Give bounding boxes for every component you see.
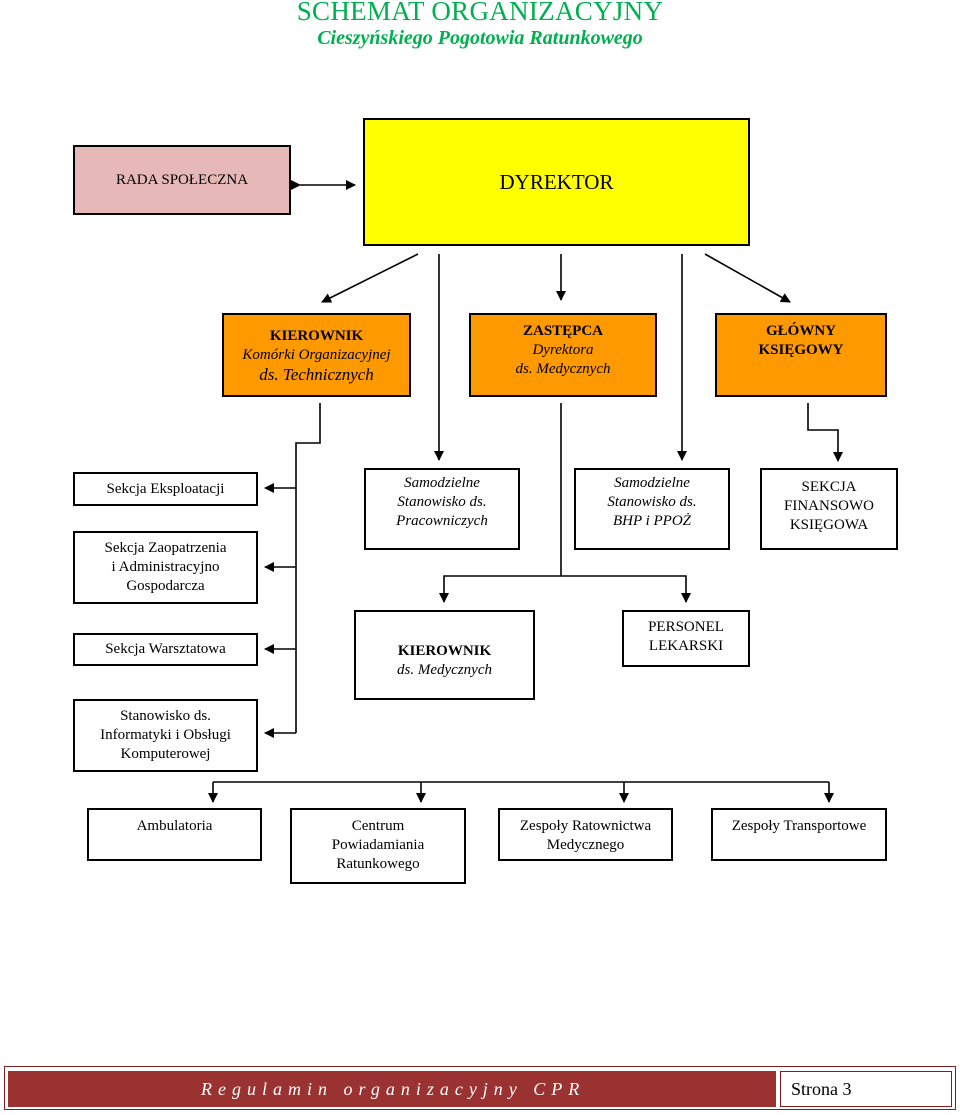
- box-label: LEKARSKI: [648, 638, 724, 654]
- arrow-to-sekcja-finansowo: [807, 403, 843, 462]
- connector-kierownik-tech-bracket: [295, 403, 321, 733]
- box-label: Zespoły Ratownictwa: [519, 818, 652, 834]
- arrow-to-kierownik-med: [439, 575, 561, 603]
- box-label: Sekcja Warsztatowa: [105, 641, 226, 657]
- box-label: Komputerowej: [120, 746, 211, 762]
- box-ambulatoria: Ambulatoria: [87, 808, 262, 861]
- box-label: Ratunkowego: [336, 856, 420, 872]
- box-dyrektor: DYREKTOR: [363, 118, 750, 246]
- box-label: Centrum: [351, 818, 405, 834]
- box-stanowisko-informatyki: Stanowisko ds. Informatyki i Obsługi Kom…: [73, 699, 258, 772]
- box-label: KSIĘGOWY: [758, 342, 844, 358]
- page-subtitle: Cieszyńskiego Pogotowia Ratunkowego: [317, 27, 643, 49]
- box-glowny-ksiegowy: GŁÓWNY KSIĘGOWY: [715, 313, 887, 397]
- box-label: Sekcja Eksploatacji: [106, 480, 225, 497]
- footer-document-title: Regulamin organizacyjny CPR: [8, 1071, 776, 1107]
- page-title: SCHEMAT ORGANIZACYJNY: [296, 0, 664, 26]
- footer-page-number: Strona 3: [780, 1071, 952, 1107]
- box-centrum-powiadamiania: Centrum Powiadamiania Ratunkowego: [290, 808, 466, 884]
- box-label: KSIĘGOWA: [789, 517, 869, 533]
- box-zespoly-ratownictwa: Zespoły Ratownictwa Medycznego: [498, 808, 673, 861]
- box-label: GŁÓWNY: [765, 323, 836, 339]
- box-label: Gospodarcza: [126, 578, 205, 594]
- box-label: ds. Medycznych: [397, 662, 492, 678]
- box-label: DYREKTOR: [499, 169, 614, 194]
- box-label: SEKCJA: [801, 479, 857, 495]
- box-label: Dyrektora: [532, 342, 594, 358]
- box-label: Zespoły Transportowe: [731, 818, 867, 834]
- box-label: Sekcja Zaopatrzenia: [104, 540, 227, 556]
- box-zastepca: ZASTĘPCA Dyrektora ds. Medycznych: [469, 313, 657, 397]
- box-personel-lekarski: PERSONEL LEKARSKI: [622, 610, 750, 667]
- box-label: KIEROWNIK: [397, 643, 492, 659]
- box-label: Stanowisko ds.: [607, 494, 697, 510]
- box-label: ZASTĘPCA: [522, 323, 604, 339]
- arrow-to-ksiegowy: [704, 253, 791, 303]
- box-label: Powiadamiania: [331, 837, 425, 853]
- box-label: ds. Technicznych: [259, 364, 374, 384]
- box-label: FINANSOWO: [784, 498, 874, 514]
- box-label: PERSONEL: [648, 619, 724, 635]
- box-sekcja-zaopatrzenia: Sekcja Zaopatrzenia i Administracyjno Go…: [73, 531, 258, 604]
- box-label: BHP i PPOŻ: [612, 513, 692, 529]
- box-label: RADA SPOŁECZNA: [115, 171, 249, 188]
- box-label: Pracowniczych: [396, 513, 488, 529]
- box-kierownik-tech: KIEROWNIK Komórki Organizacyjnej ds. Tec…: [222, 313, 411, 397]
- arrow-to-personel: [561, 575, 691, 603]
- box-label: Medycznego: [546, 837, 625, 853]
- box-label: KIEROWNIK: [269, 327, 364, 344]
- box-samodzielne-bhp: Samodzielne Stanowisko ds. BHP i PPOŻ: [574, 468, 730, 550]
- box-label: Samodzielne: [614, 475, 690, 491]
- box-rada-spoleczna: RADA SPOŁECZNA: [73, 145, 291, 215]
- box-kierownik-med: KIEROWNIK ds. Medycznych: [354, 610, 535, 700]
- box-label: Informatyki i Obsługi: [100, 727, 231, 743]
- box-label: Ambulatoria: [136, 818, 213, 834]
- box-label: Stanowisko ds.: [120, 708, 211, 724]
- box-label: ds. Medycznych: [515, 361, 611, 377]
- box-sekcja-finansowo-ksiegowa: SEKCJA FINANSOWO KSIĘGOWA: [760, 468, 898, 550]
- box-label: Samodzielne: [404, 475, 480, 491]
- box-label: Komórki Organizacyjnej: [242, 346, 391, 363]
- box-zespoly-transportowe: Zespoły Transportowe: [711, 808, 887, 861]
- box-label: i Administracyjno: [111, 559, 220, 575]
- box-sekcja-warsztatowa: Sekcja Warsztatowa: [73, 633, 258, 666]
- box-label: Stanowisko ds.: [397, 494, 487, 510]
- box-samodzielne-pracowniczych: Samodzielne Stanowisko ds. Pracowniczych: [364, 468, 520, 550]
- arrow-to-kierownik-tech: [321, 253, 419, 303]
- box-sekcja-eksploatacji: Sekcja Eksploatacji: [73, 472, 258, 506]
